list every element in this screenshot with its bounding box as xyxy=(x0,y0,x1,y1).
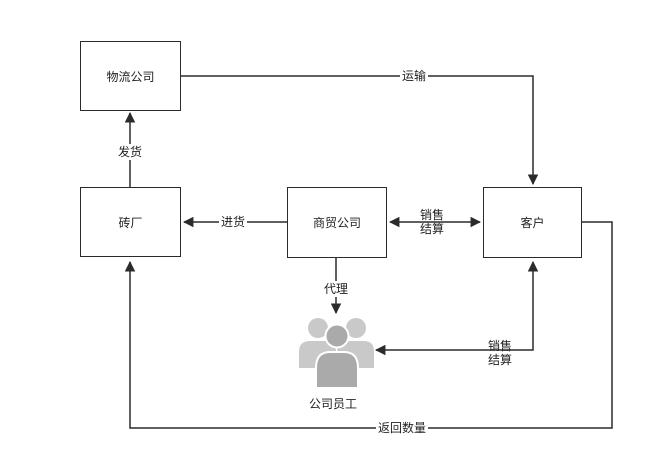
edge-transport xyxy=(181,75,539,186)
edge-label-ship: 发货 xyxy=(117,144,144,160)
node-logistics-label: 物流公司 xyxy=(106,69,155,84)
edge-return-qty xyxy=(124,221,613,429)
node-trading-label: 商贸公司 xyxy=(312,216,361,230)
edge-label-agent: 代理 xyxy=(323,281,350,297)
node-customer-label: 客户 xyxy=(520,216,545,230)
people-group-icon xyxy=(299,318,374,389)
edge-label-return-qty: 返回数量 xyxy=(376,421,429,435)
node-trading[interactable]: 商贸公司 xyxy=(287,187,387,258)
edge-label-sales-settle-1: 销售 结算 xyxy=(420,208,444,236)
edge-label-settle-2: 结算 xyxy=(488,353,513,367)
edge-label-sales-settle-2: 销售 结算 xyxy=(488,339,512,367)
edge-label-sales-1: 销售 xyxy=(420,208,445,222)
edge-label-sales-2: 销售 xyxy=(488,339,513,353)
node-logistics[interactable]: 物流公司 xyxy=(80,41,181,111)
node-factory[interactable]: 砖厂 xyxy=(80,187,181,257)
node-customer[interactable]: 客户 xyxy=(483,187,582,258)
edge-label-purchase: 进货 xyxy=(219,215,248,229)
edge-label-settle-1: 结算 xyxy=(420,222,445,236)
node-staff-label: 公司员工 xyxy=(309,397,358,411)
edge-label-transport: 运输 xyxy=(400,69,429,83)
node-factory-label: 砖厂 xyxy=(118,215,143,230)
edge-sales-settle-2 xyxy=(374,260,539,356)
